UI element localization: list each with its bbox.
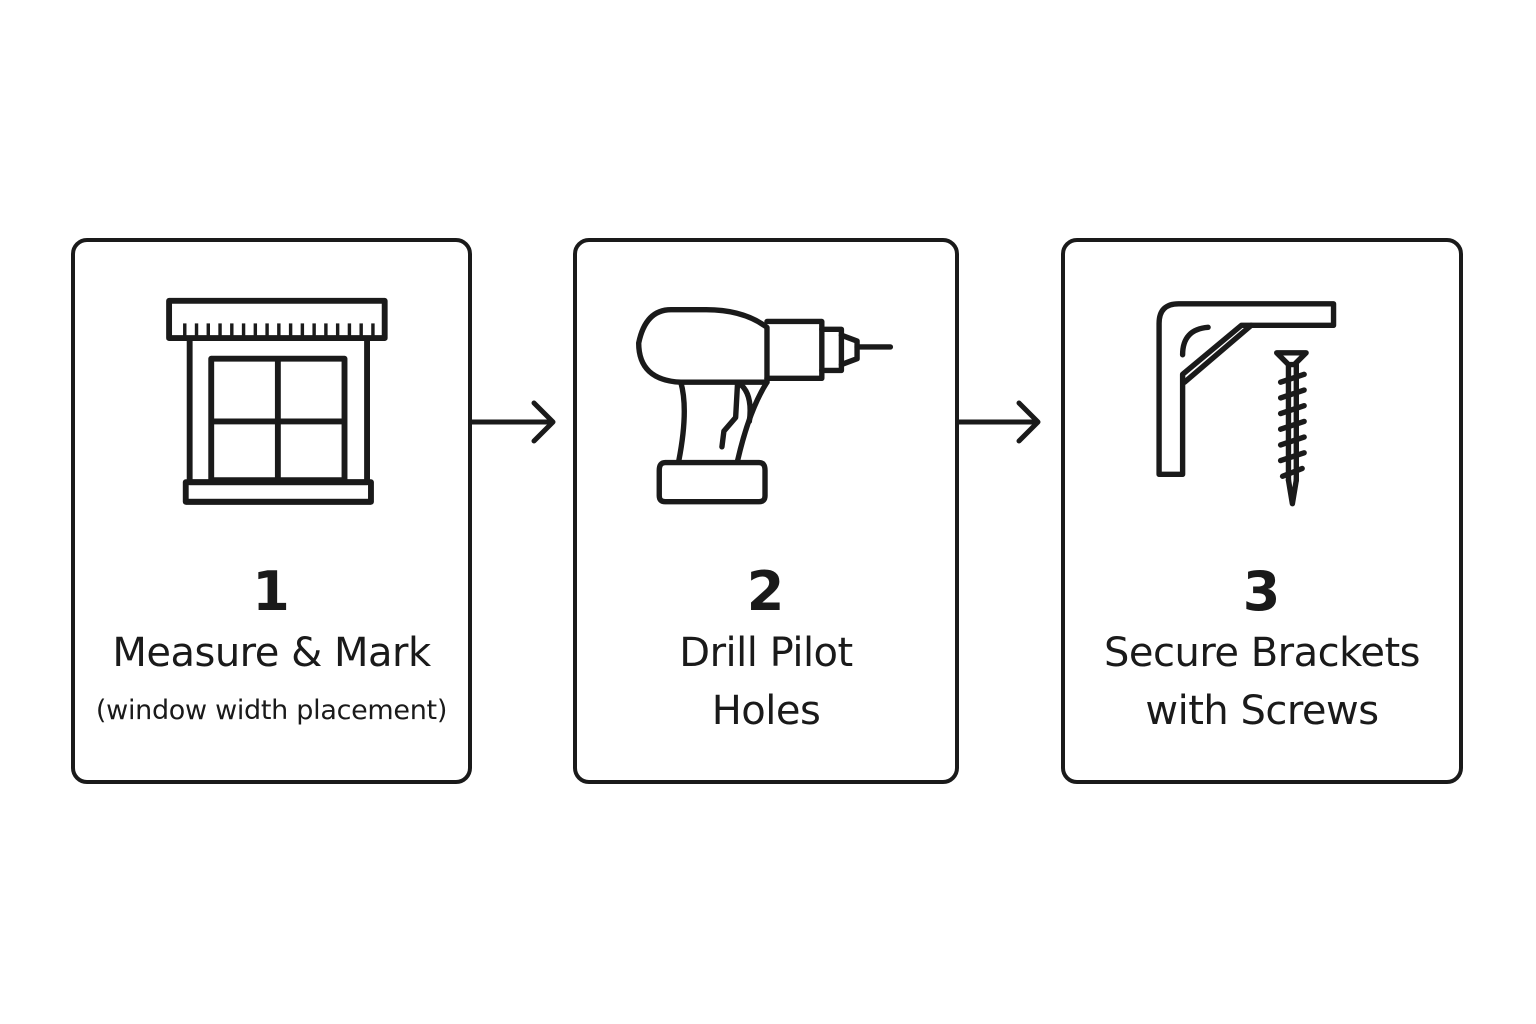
step-note: (window width placement): [95, 695, 448, 726]
drill-icon: [577, 242, 955, 542]
window-measure-icon: [75, 242, 468, 542]
step-card-2: 2 Drill Pilot Holes: [573, 238, 959, 784]
step-text-3: 3 Secure Brackets with Screws: [1065, 560, 1459, 740]
step-title: Drill Pilot Holes: [679, 630, 853, 734]
step-card-1: 1 Measure & Mark (window width placement…: [71, 238, 472, 784]
step-card-3: 3 Secure Brackets with Screws: [1061, 238, 1463, 784]
step-number: 3: [1242, 560, 1282, 623]
step-text-1: 1 Measure & Mark (window width placement…: [75, 560, 468, 740]
arrow-right-icon: [469, 396, 558, 448]
bracket-screw-icon: [1065, 242, 1459, 542]
step-number: 1: [252, 560, 291, 623]
step-text-2: 2 Drill Pilot Holes: [577, 560, 955, 740]
step-number: 2: [746, 560, 786, 623]
step-title: Secure Brackets with Screws: [1104, 630, 1421, 734]
arrow-right-icon: [956, 396, 1043, 448]
step-title: Measure & Mark: [112, 630, 431, 676]
